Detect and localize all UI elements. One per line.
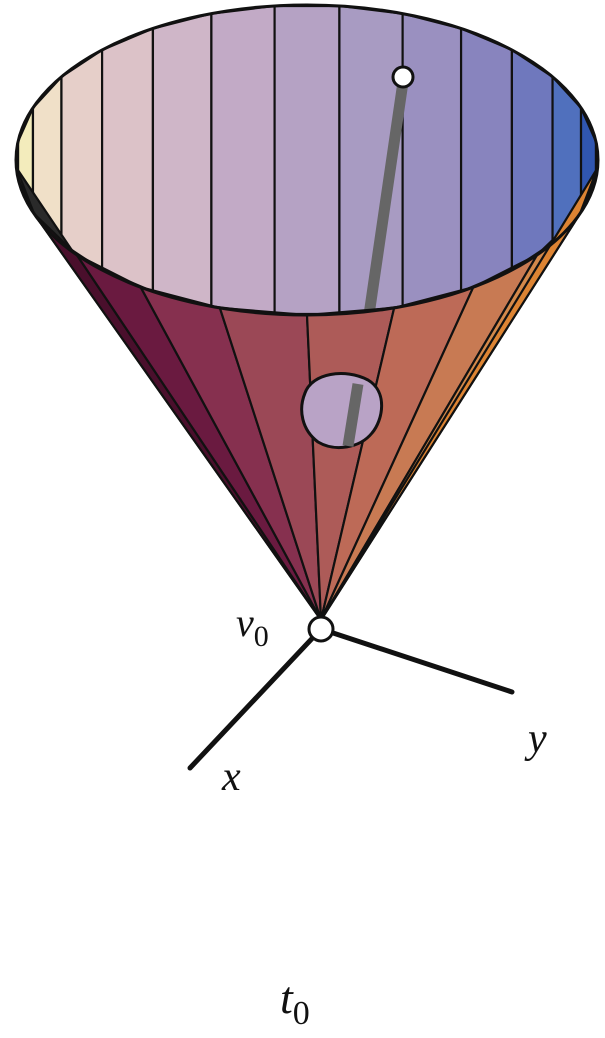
cutout-window <box>300 372 384 449</box>
apex-label-main: v <box>236 600 254 645</box>
inner-wall-panel <box>210 4 276 316</box>
rim-ellipse <box>14 3 600 317</box>
caption-label-subscript: 0 <box>293 995 310 1032</box>
cone-outer-surface <box>15 166 599 622</box>
apex-label: v0 <box>236 600 269 653</box>
apex-vertex-marker <box>307 615 335 643</box>
outer-wall-panel <box>319 166 599 622</box>
y-axis-label: y <box>524 716 547 762</box>
inner-path-segment-visible <box>342 383 364 447</box>
axes <box>187 615 515 771</box>
endpoint-marker <box>391 65 415 89</box>
x-axis-line <box>187 626 324 771</box>
inner-wall-panel <box>459 27 514 293</box>
inner-wall-panel <box>151 12 213 308</box>
inner-wall-panel <box>401 12 463 308</box>
inner-wall-panel <box>273 4 341 316</box>
x-axis-label: x <box>221 754 241 800</box>
apex-label-subscript: 0 <box>254 620 269 653</box>
cone-rim <box>14 3 600 317</box>
inner-wall-panel <box>100 27 155 293</box>
inner-wall-panel <box>60 48 104 272</box>
inner-wall-panel <box>510 48 554 272</box>
caption-label: t0 <box>280 972 310 1032</box>
caption-label-main: t <box>280 972 294 1023</box>
y-axis-line <box>318 626 515 695</box>
